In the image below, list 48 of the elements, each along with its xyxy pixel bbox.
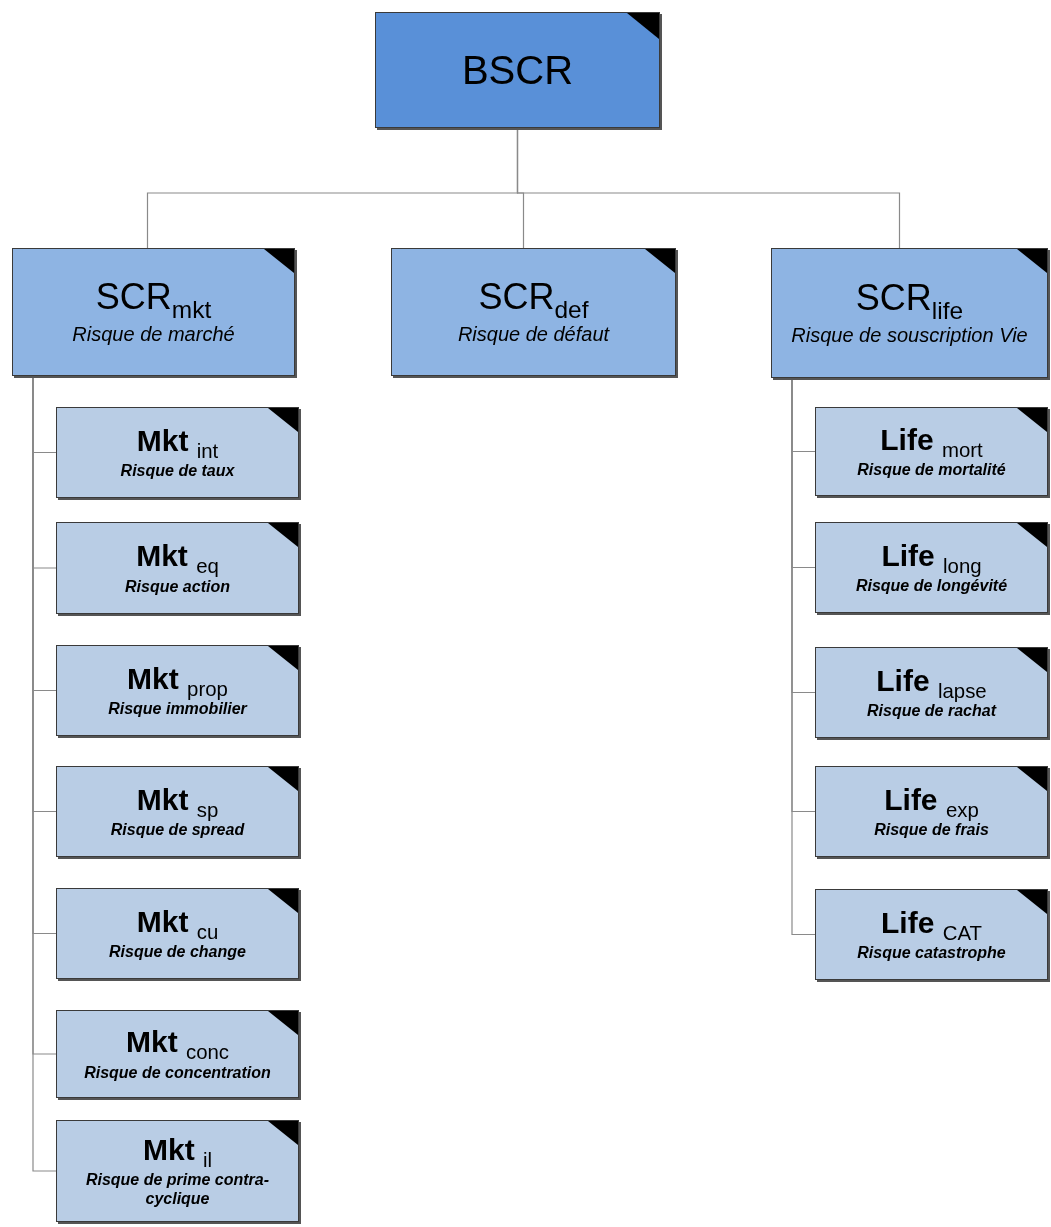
risk-description: Risque de concentration [83, 1063, 272, 1082]
risk-box [815, 889, 1048, 980]
risk-code: Life $_{lapse}$ [876, 664, 987, 703]
risk-code: SCR$_{life}$ [855, 279, 964, 324]
risk-code: Mkt $_{cu}$ [136, 905, 219, 944]
risk-description: Risque de défaut [456, 322, 611, 346]
risk-code: SCR$_{def}$ [478, 278, 589, 323]
risk-description: Risque immobilier [107, 700, 249, 719]
risk-box [56, 407, 299, 498]
risk-code: Life $_{mort}$ [880, 423, 983, 462]
risk-box [56, 645, 299, 736]
risk-box [56, 1120, 299, 1222]
risk-box [815, 766, 1048, 857]
risk-code: Life $_{exp}$ [884, 783, 979, 822]
risk-code: Mkt $_{sp}$ [136, 783, 219, 822]
risk-box [56, 1010, 299, 1098]
risk-description: Risque de longévité [854, 577, 1009, 596]
risk-box [815, 522, 1048, 613]
risk-code: SCR$_{mkt}$ [95, 278, 212, 323]
risk-box [375, 12, 660, 128]
risk-box [56, 766, 299, 857]
risk-code: Mkt $_{conc}$ [125, 1026, 230, 1064]
risk-box [771, 248, 1048, 378]
risk-description: Risque de souscription Vie [790, 323, 1029, 347]
connector-line [516, 127, 901, 249]
risk-description: Risque de marché [71, 322, 236, 346]
risk-description: Risque de spread [109, 821, 246, 840]
risk-description: Risque action [124, 577, 231, 596]
risk-description: Risque de mortalité [856, 461, 1007, 480]
risk-description: Risque de prime contra-cyclique [84, 1171, 271, 1209]
risk-description: Risque catastrophe [856, 944, 1007, 963]
risk-box [815, 647, 1048, 738]
risk-box [56, 522, 299, 614]
risk-code: Mkt $_{int}$ [136, 424, 219, 463]
risk-description: Risque de frais [873, 821, 990, 840]
risk-code: Life $_{CAT}$ [881, 906, 982, 945]
risk-code: Mkt $_{il}$ [142, 1133, 213, 1172]
risk-description: Risque de taux [119, 462, 236, 481]
risk-code: Mkt $_{eq}$ [136, 540, 219, 578]
risk-description: Risque de change [108, 943, 247, 962]
risk-box [815, 407, 1048, 496]
risk-box [12, 248, 295, 376]
risk-code: BSCR [461, 49, 574, 91]
risk-code: Life $_{long}$ [881, 539, 982, 578]
risk-box [56, 888, 299, 979]
risk-description: Risque de rachat [866, 702, 998, 721]
risk-box [391, 248, 676, 376]
risk-code: Mkt $_{prop}$ [127, 662, 228, 701]
